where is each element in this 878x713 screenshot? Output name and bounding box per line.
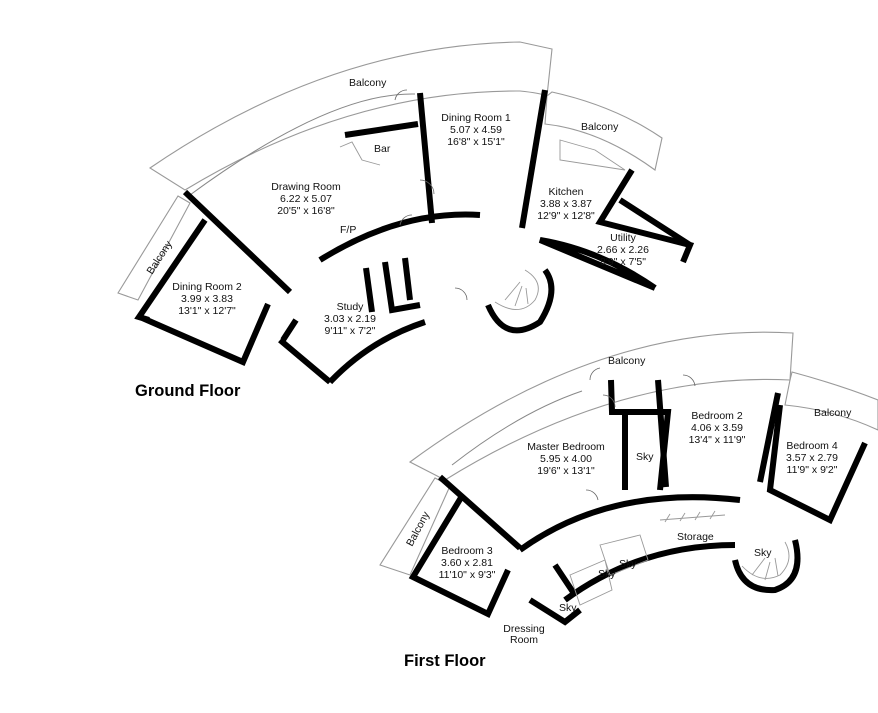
ground-utility-walls bbox=[538, 197, 692, 291]
room-label-dining-room-2: Dining Room 2 3.99 x 3.83 13'1" x 12'7" bbox=[172, 281, 242, 317]
svg-text:11'9" x 9'2": 11'9" x 9'2" bbox=[787, 464, 838, 476]
room-label-dining-room-1: Dining Room 1 5.07 x 4.59 16'8" x 15'1" bbox=[441, 112, 511, 148]
ground-corridor-arc bbox=[318, 211, 481, 263]
first-stair-arc bbox=[732, 539, 801, 594]
first-sky-label-stair: Sky bbox=[754, 547, 772, 559]
ground-dining-room-2-walls bbox=[134, 218, 271, 366]
svg-text:5.95 x 4.00: 5.95 x 4.00 bbox=[540, 453, 592, 465]
svg-text:20'5" x 16'8": 20'5" x 16'8" bbox=[277, 205, 335, 217]
svg-text:3.57 x 2.79: 3.57 x 2.79 bbox=[786, 452, 838, 464]
first-balcony-left-label: Balcony bbox=[404, 509, 432, 548]
first-stair-spiral bbox=[741, 541, 790, 581]
svg-text:9'11" x 7'2": 9'11" x 7'2" bbox=[325, 325, 376, 337]
room-label-utility: Utility 2.66 x 2.26 8'9" x 7'5" bbox=[597, 232, 649, 268]
ground-fireplace-label: F/P bbox=[340, 224, 356, 236]
svg-text:8'9" x 7'5": 8'9" x 7'5" bbox=[600, 256, 646, 268]
room-label-kitchen: Kitchen 3.88 x 3.87 12'9" x 12'8" bbox=[537, 186, 595, 222]
svg-text:6.22 x 5.07: 6.22 x 5.07 bbox=[280, 193, 332, 205]
ground-drawing-room-left-wall bbox=[182, 189, 293, 295]
ground-kitchen-counter bbox=[559, 139, 626, 171]
first-inner-arc bbox=[451, 390, 583, 466]
ground-inner-arc bbox=[189, 93, 416, 196]
ground-balcony-right-outline bbox=[544, 91, 663, 171]
svg-text:Utility: Utility bbox=[610, 232, 636, 244]
ground-balcony-left-outline bbox=[117, 195, 191, 301]
ground-bar-wall bbox=[344, 121, 419, 138]
svg-text:Bedroom 3: Bedroom 3 bbox=[441, 545, 493, 557]
first-sky-label-bath-2: Sky bbox=[598, 568, 616, 580]
svg-text:2.66 x 2.26: 2.66 x 2.26 bbox=[597, 244, 649, 256]
svg-text:Bedroom 4: Bedroom 4 bbox=[786, 440, 838, 452]
ground-kitchen-right-wall bbox=[595, 168, 695, 264]
ground-floor-plan bbox=[117, 41, 695, 385]
ground-stair-arc bbox=[485, 268, 555, 334]
room-label-study: Study 3.03 x 2.19 9'11" x 7'2" bbox=[324, 301, 376, 337]
svg-text:13'1" x 12'7": 13'1" x 12'7" bbox=[178, 305, 236, 317]
svg-text:13'4" x 11'9": 13'4" x 11'9" bbox=[689, 434, 746, 446]
first-floor-plan bbox=[379, 331, 878, 626]
first-balcony-top-label: Balcony bbox=[608, 355, 646, 367]
first-balcony-right-label: Balcony bbox=[814, 407, 852, 419]
first-balcony-top-outline bbox=[408, 331, 794, 481]
svg-text:3.03 x 2.19: 3.03 x 2.19 bbox=[324, 313, 376, 325]
first-storage-arc bbox=[563, 542, 736, 603]
svg-text:Drawing Room: Drawing Room bbox=[271, 181, 341, 193]
first-storage-shelving bbox=[659, 510, 726, 523]
first-storage-label: Storage bbox=[677, 531, 714, 543]
svg-text:Dining Room 1: Dining Room 1 bbox=[441, 112, 511, 124]
svg-text:4.06 x 3.59: 4.06 x 3.59 bbox=[691, 422, 743, 434]
first-bedroom-4-walls bbox=[766, 404, 868, 525]
ground-bar-counter bbox=[339, 141, 381, 166]
svg-text:Study: Study bbox=[337, 301, 365, 313]
first-balcony-right-outline bbox=[784, 371, 878, 431]
svg-text:Master Bedroom: Master Bedroom bbox=[527, 441, 605, 453]
svg-text:3.99 x 3.83: 3.99 x 3.83 bbox=[181, 293, 233, 305]
first-door-swings bbox=[585, 367, 696, 501]
first-corridor-arc bbox=[518, 494, 741, 553]
svg-text:Bedroom 2: Bedroom 2 bbox=[691, 410, 743, 422]
svg-text:11'10" x 9'3": 11'10" x 9'3" bbox=[439, 569, 496, 581]
ground-balcony-right-label: Balcony bbox=[581, 121, 619, 133]
room-label-drawing-room: Drawing Room 6.22 x 5.07 20'5" x 16'8" bbox=[271, 181, 341, 217]
ground-floor-heading: Ground Floor bbox=[135, 382, 241, 400]
svg-text:Dining Room 2: Dining Room 2 bbox=[172, 281, 242, 293]
ground-study-walls bbox=[278, 318, 426, 385]
first-sky-label-ensuite: Sky bbox=[636, 451, 654, 463]
first-bathroom-fixtures bbox=[569, 534, 649, 606]
ground-stair-spiral bbox=[494, 269, 539, 310]
room-label-bedroom-2: Bedroom 2 4.06 x 3.59 13'4" x 11'9" bbox=[689, 410, 746, 446]
first-dressing-room-label-line2: Room bbox=[510, 634, 538, 646]
ground-bar-label: Bar bbox=[374, 143, 391, 155]
first-bedroom-2-walls bbox=[655, 379, 781, 488]
ground-door-swings bbox=[394, 89, 468, 301]
ground-dining-room-1-right-wall bbox=[519, 89, 548, 229]
first-dressing-walls bbox=[528, 563, 582, 626]
first-sky-label-dressing: Sky bbox=[559, 602, 577, 614]
room-label-master-bedroom: Master Bedroom 5.95 x 4.00 19'6" x 13'1" bbox=[527, 441, 605, 477]
ground-balcony-top-label: Balcony bbox=[349, 77, 387, 89]
svg-text:Kitchen: Kitchen bbox=[548, 186, 583, 198]
room-label-bedroom-3: Bedroom 3 3.60 x 2.81 11'10" x 9'3" bbox=[439, 545, 496, 581]
first-bedroom-3-walls bbox=[408, 494, 511, 619]
svg-text:3.88 x 3.87: 3.88 x 3.87 bbox=[540, 198, 592, 210]
ground-dining-room-1-left-wall bbox=[417, 92, 435, 224]
first-sky-label-bath-1: Sky bbox=[619, 558, 637, 570]
svg-text:3.60 x 2.81: 3.60 x 2.81 bbox=[441, 557, 493, 569]
first-dressing-room-label-line1: Dressing bbox=[503, 623, 545, 635]
first-master-bedroom-left-wall bbox=[438, 474, 522, 551]
first-floor-heading: First Floor bbox=[404, 652, 486, 670]
svg-text:5.07 x 4.59: 5.07 x 4.59 bbox=[450, 124, 502, 136]
ground-wc-walls bbox=[363, 257, 421, 314]
svg-text:16'8" x 15'1": 16'8" x 15'1" bbox=[447, 136, 505, 148]
svg-text:19'6" x 13'1": 19'6" x 13'1" bbox=[537, 465, 595, 477]
svg-text:12'9" x 12'8": 12'9" x 12'8" bbox=[537, 210, 595, 222]
room-label-bedroom-4: Bedroom 4 3.57 x 2.79 11'9" x 9'2" bbox=[786, 440, 838, 476]
